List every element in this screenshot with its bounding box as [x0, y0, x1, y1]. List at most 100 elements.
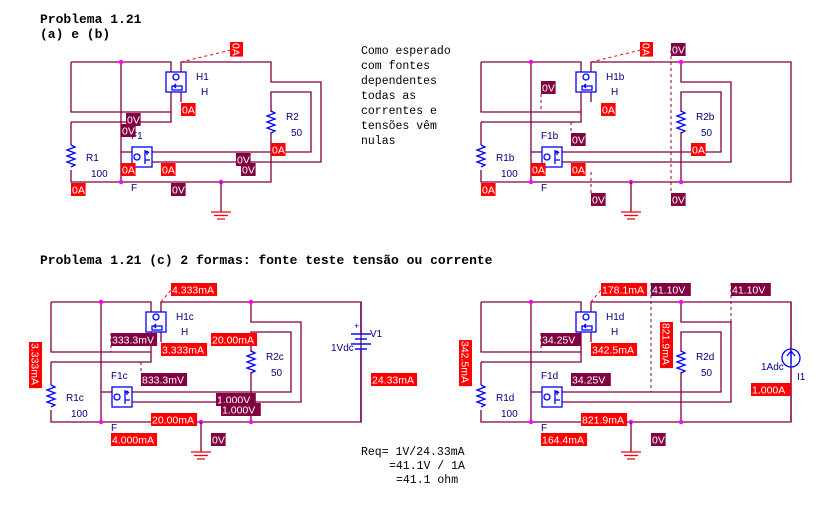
req-text: Req= 1V/24.33mA =41.1V / 1A =41.1 ohm	[361, 446, 465, 487]
resistor-r1-icon	[475, 384, 487, 408]
probe-value: 0V	[172, 185, 185, 197]
note-line: com fontes	[361, 60, 430, 73]
component-f-name: F1b	[541, 131, 559, 142]
probe-value: 821.9mA	[660, 323, 672, 365]
cccs-f-icon	[131, 146, 153, 168]
voltage-probe-label: 0V	[171, 183, 186, 197]
component-r2-value: 50	[291, 128, 303, 139]
probe-value: 178.1mA	[602, 285, 644, 297]
node-dot	[248, 299, 254, 305]
node-dot	[678, 179, 684, 185]
voltage-probe-label: 0V	[671, 43, 686, 57]
component-src-value: 1Adc	[761, 362, 784, 373]
wiring	[480, 61, 792, 183]
component-h-name: H1b	[606, 72, 625, 83]
wire	[50, 302, 151, 353]
node-dot	[678, 59, 684, 65]
current-probe-label: 821.9mA	[581, 413, 628, 427]
wire	[480, 91, 722, 183]
probe-value: 0A	[532, 165, 545, 177]
wire	[480, 302, 581, 353]
probe-leader-line	[590, 289, 602, 303]
component-h-type: H	[611, 87, 618, 98]
node-dot	[678, 299, 684, 305]
probe-value: 833.3mV	[142, 375, 184, 387]
probe-value: 0A	[272, 145, 285, 157]
title-problem-c: Problema 1.21 (c) 2 formas: fonte teste …	[40, 253, 493, 268]
probe-leader-line	[160, 289, 172, 303]
probe-value: 0A	[692, 145, 705, 157]
wire	[481, 61, 582, 72]
probe-value: 0A	[230, 43, 242, 56]
ground-icon	[621, 182, 641, 220]
node-dot	[528, 419, 534, 425]
component-h-name: H1c	[176, 312, 194, 323]
current-probe-label: 0A	[691, 143, 706, 157]
voltage-probe-label: 41.10V	[651, 283, 691, 297]
component-f-type: F	[111, 423, 117, 434]
probe-value: 20.00mA	[152, 415, 194, 427]
current-probe-label: 0A	[121, 163, 136, 177]
current-probe-label: 0A	[230, 42, 243, 57]
current-probe-label: 3.333mA	[161, 343, 208, 357]
probe-value: 34.25V	[572, 375, 605, 387]
probe-value: 4.000mA	[112, 435, 154, 447]
resistor-r1-icon	[475, 144, 487, 168]
component-f-name: F1d	[541, 371, 558, 382]
wiring	[50, 301, 362, 423]
component-src-name: V1	[370, 329, 383, 340]
voltage-probe-label: 0V	[541, 81, 556, 95]
cccs-f-icon	[111, 386, 133, 408]
current-probe-label: 0A	[181, 103, 196, 117]
ccvs-h-icon	[145, 311, 167, 333]
wiring	[480, 301, 792, 423]
component-src-name: I1	[797, 372, 806, 383]
voltage-source-v1-icon: +	[351, 302, 371, 422]
probe-value: 34.25V	[542, 335, 575, 347]
voltage-probe-label: 0V	[241, 163, 256, 177]
component-r1-name: R1d	[496, 393, 514, 404]
probe-value: 0V	[542, 83, 555, 95]
component-r1-value: 100	[91, 169, 108, 180]
probe-value: 0A	[72, 185, 85, 197]
probe-value: 20.00mA	[212, 335, 254, 347]
ground-icon	[621, 422, 641, 460]
component-r2-value: 50	[271, 368, 283, 379]
voltage-probe-label: 41.10V	[731, 283, 771, 297]
current-probe-label: 164.4mA	[541, 433, 588, 447]
component-r1-value: 100	[71, 409, 88, 420]
wire	[51, 301, 152, 312]
wire	[70, 62, 171, 113]
node-dot	[248, 419, 254, 425]
component-f-type: F	[541, 423, 547, 434]
svg-text:+: +	[354, 321, 359, 331]
ground-icon	[191, 422, 211, 460]
component-r2-name: R2	[286, 112, 299, 123]
probe-value: 0V	[652, 435, 665, 447]
node-dot	[678, 419, 684, 425]
voltage-probe-label: 833.3mV	[141, 373, 188, 387]
current-probe-label: 821.9mA	[660, 322, 673, 369]
resistor-r2-icon	[245, 350, 257, 374]
voltage-probe-label: 0V	[591, 193, 606, 207]
note-line: tensões vêm	[361, 120, 437, 133]
probe-value: 342.5mA	[459, 341, 471, 383]
current-probe-label: 342.5mA	[459, 340, 472, 387]
probe-value: 3.333mA	[29, 343, 41, 385]
wire	[481, 332, 582, 363]
current-probe-label: 24.33mA	[371, 373, 418, 387]
node-dot	[528, 59, 534, 65]
node-dot	[528, 179, 534, 185]
voltage-probe-label: 0V	[121, 124, 136, 138]
resistor-r2-icon	[265, 110, 277, 134]
probe-value: 0A	[162, 165, 175, 177]
probe-value: 0V	[672, 45, 685, 57]
current-probe-label: 0A	[531, 163, 546, 177]
probe-value: 3.333mA	[162, 345, 204, 357]
component-r2-name: R2d	[696, 352, 714, 363]
probe-value: 0A	[182, 105, 195, 117]
